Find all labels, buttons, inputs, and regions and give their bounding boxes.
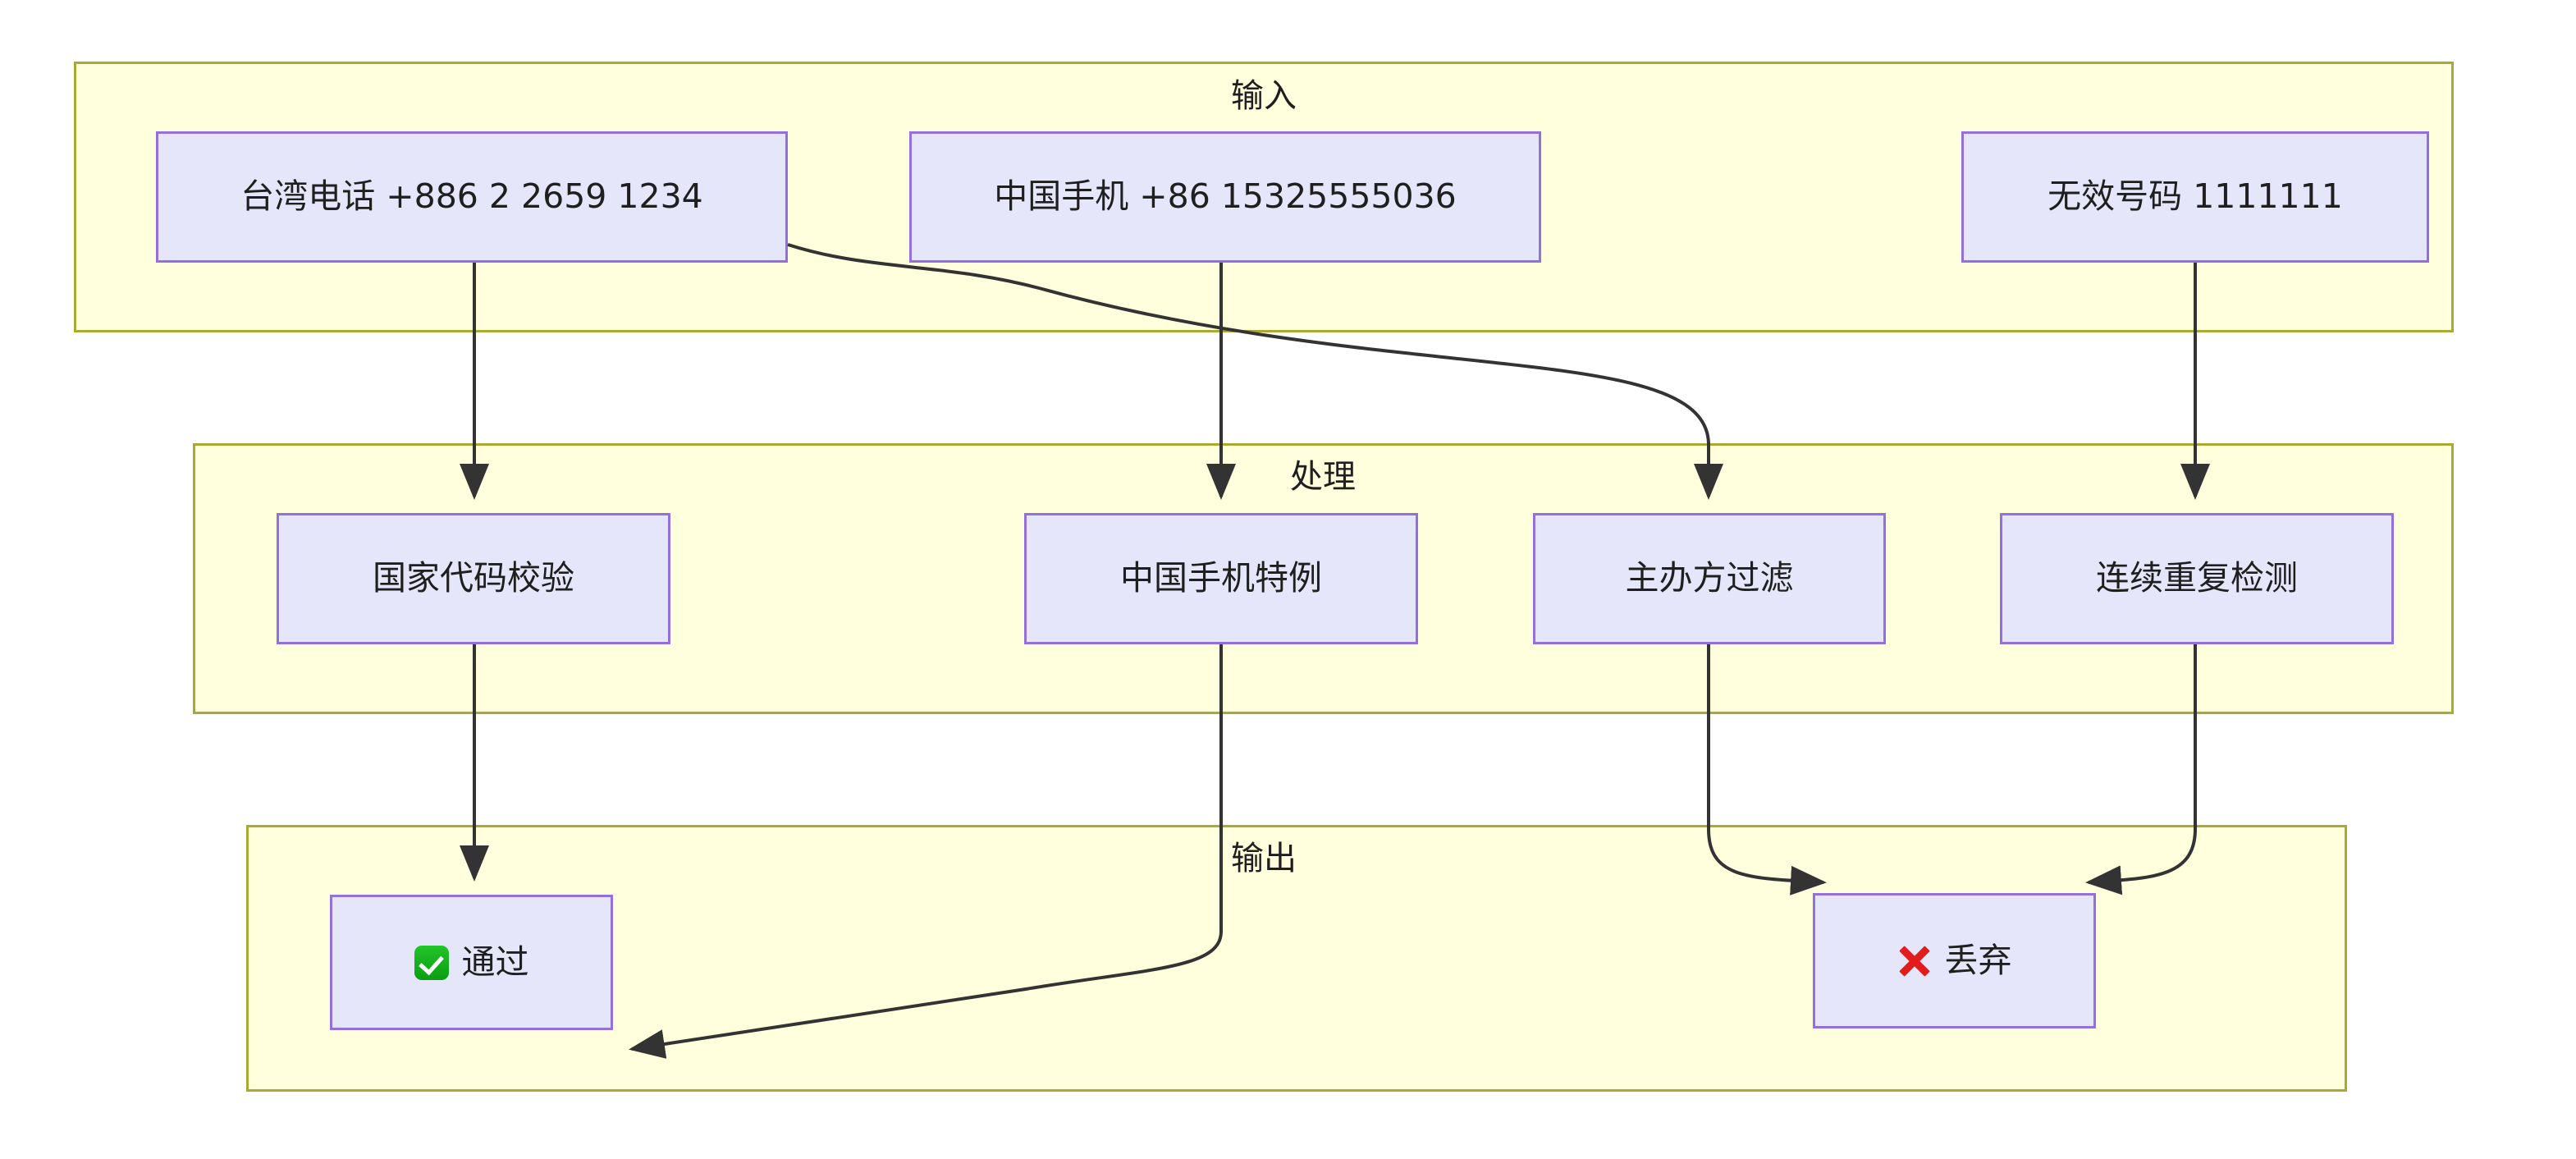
node-label: 连续重复检测: [2096, 560, 2298, 597]
node-label: 丢弃: [1897, 940, 2012, 980]
node-label: 国家代码校验: [373, 560, 574, 597]
node-text: 连续重复检测: [2096, 558, 2298, 598]
check-mark-button-icon: [414, 945, 449, 980]
node-text: 中国手机 +86 15325555036: [994, 176, 1457, 217]
node-label: 中国手机 +86 15325555036: [994, 178, 1457, 215]
node-label: 中国手机特例: [1120, 560, 1322, 597]
node-text: 无效号码 1111111: [2048, 176, 2343, 217]
node-text: 主办方过滤: [1625, 558, 1794, 598]
cluster-title-input: 输入: [1231, 77, 1297, 115]
node-china-mobile-rule[interactable]: 中国手机特例: [1024, 513, 1418, 644]
cluster-title-process: 处理: [1290, 458, 1356, 496]
node-taiwan-phone[interactable]: 台湾电话 +886 2 2659 1234: [156, 131, 788, 263]
node-label: 无效号码 1111111: [2048, 178, 2343, 215]
node-result-drop[interactable]: 丢弃: [1813, 893, 2096, 1028]
node-text: 通过: [461, 941, 529, 982]
node-result-pass[interactable]: 通过: [330, 895, 613, 1030]
node-carrier-filter[interactable]: 主办方过滤: [1533, 513, 1886, 644]
node-text: 台湾电话 +886 2 2659 1234: [240, 176, 703, 217]
cross-mark-icon: [1897, 944, 1932, 978]
node-text: 中国手机特例: [1120, 558, 1322, 598]
node-invalid-number[interactable]: 无效号码 1111111: [1961, 131, 2429, 263]
node-country-code-check[interactable]: 国家代码校验: [277, 513, 670, 644]
node-label: 通过: [414, 941, 529, 982]
node-china-mobile[interactable]: 中国手机 +86 15325555036: [909, 131, 1541, 263]
node-text: 丢弃: [1944, 940, 2012, 980]
cluster-title-output: 输出: [1231, 840, 1297, 877]
node-label: 主办方过滤: [1626, 560, 1794, 597]
node-text: 国家代码校验: [373, 558, 574, 598]
node-label: 台湾电话 +886 2 2659 1234: [240, 178, 703, 215]
node-repeat-detection[interactable]: 连续重复检测: [2000, 513, 2394, 644]
